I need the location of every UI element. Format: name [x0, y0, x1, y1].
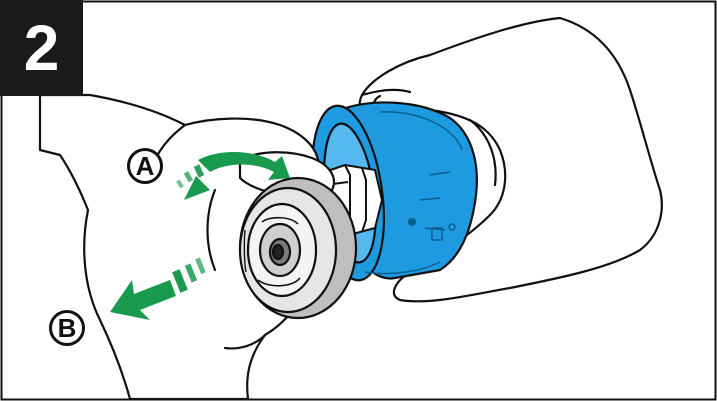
step-number-badge: 2 — [0, 0, 83, 96]
callout-a: A — [127, 148, 163, 184]
callout-b: B — [49, 310, 85, 346]
spool-cap — [240, 178, 356, 318]
